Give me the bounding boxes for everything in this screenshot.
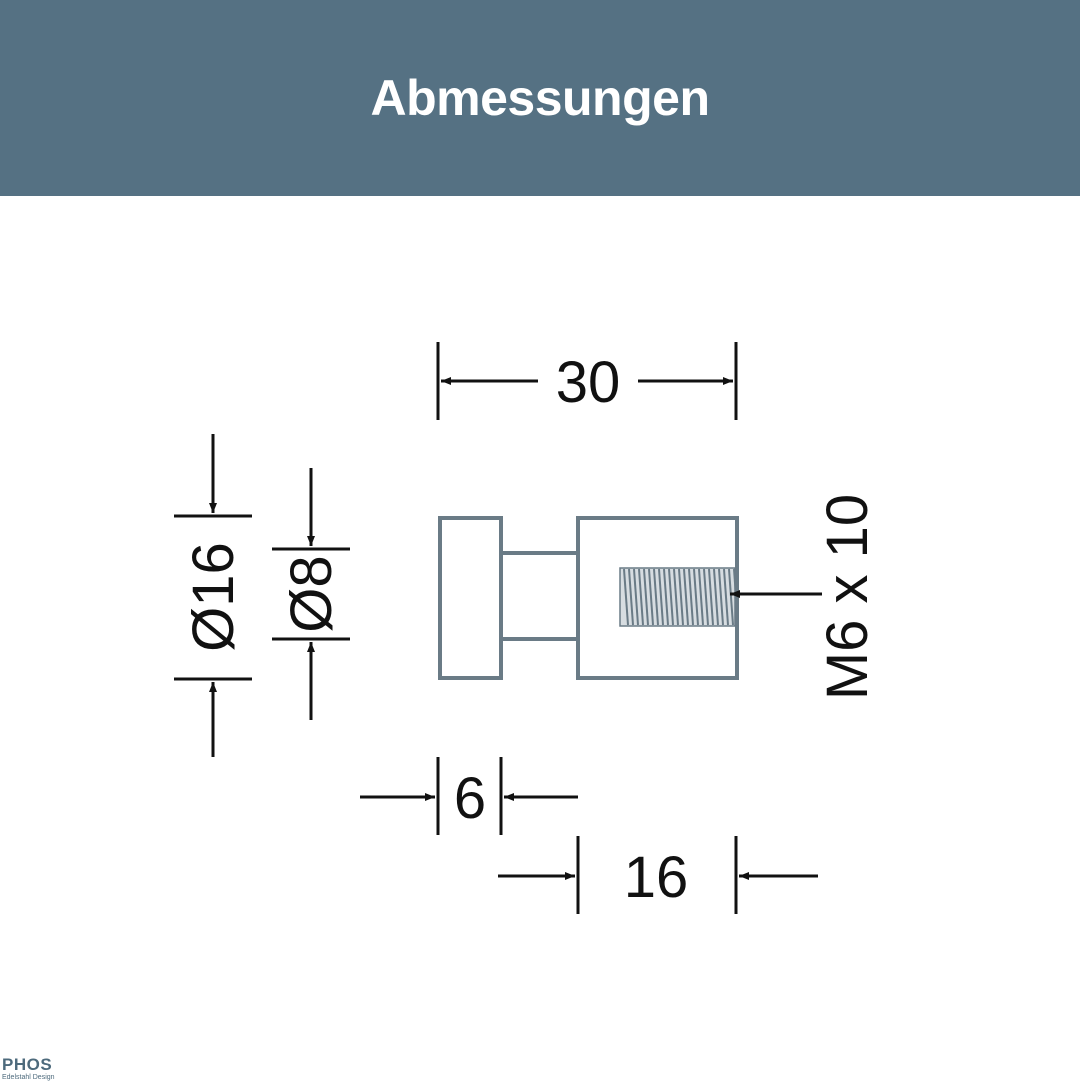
header-banner: Abmessungen [0, 0, 1080, 196]
thread-line [703, 568, 709, 626]
dimension-label-body-length: 16 [624, 845, 689, 910]
dimension-label-head-length: 6 [454, 766, 486, 831]
thread-line [718, 568, 724, 626]
thread-line [643, 568, 649, 626]
thread-line [633, 568, 639, 626]
dimension-outer-diameter [174, 434, 252, 757]
thread-line [663, 568, 669, 626]
thread-line [658, 568, 664, 626]
cap-head [438, 516, 503, 680]
thread-line [623, 568, 629, 626]
dimension-label-overall-length: 30 [556, 350, 621, 415]
dimension-body-length [498, 836, 818, 914]
thread-line [628, 568, 634, 626]
thread-line [648, 568, 654, 626]
thread-line [668, 568, 674, 626]
thread-line [653, 568, 659, 626]
dimension-overall-length [436, 342, 738, 420]
thread-line [688, 568, 694, 626]
internal-thread [619, 567, 739, 627]
brand-logo: PHOS Edelstahl Design [2, 1056, 55, 1081]
thread-line [698, 568, 704, 626]
page-title: Abmessungen [370, 70, 710, 126]
thread-line [673, 568, 679, 626]
thread-line [678, 568, 684, 626]
logo-tagline: Edelstahl Design [2, 1074, 55, 1081]
dimension-label-thread: M6 x 10 [815, 494, 880, 700]
thread-line [683, 568, 689, 626]
thread-line [713, 568, 719, 626]
thread-line [708, 568, 714, 626]
thread-line [638, 568, 644, 626]
dimension-head-length [360, 757, 578, 835]
dimension-label-outer-diameter: Ø16 [181, 542, 246, 652]
logo-mark: PHOS [2, 1055, 53, 1074]
thread-line [723, 568, 729, 626]
dimension-neck-diameter [272, 468, 350, 720]
dimension-label-neck-diameter: Ø8 [279, 555, 344, 632]
thread-line [693, 568, 699, 626]
